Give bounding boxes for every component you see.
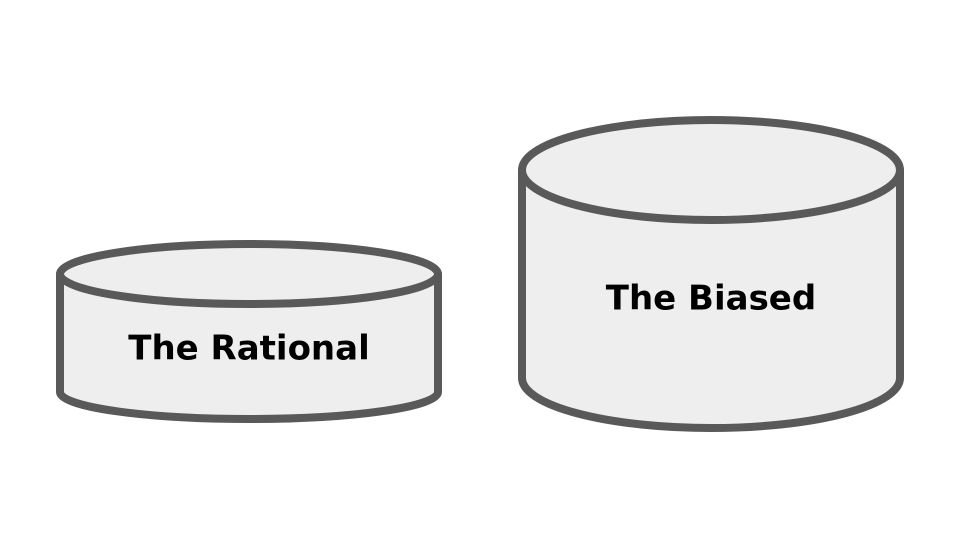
cylinder-biased: The Biased	[518, 116, 904, 432]
cylinder-rational-body	[56, 270, 442, 423]
cylinder-rational-label: The Rational	[128, 329, 370, 369]
cylinder-biased-top	[518, 116, 904, 224]
cylinder-rational: The Rational	[56, 240, 442, 423]
cylinder-biased-label: The Biased	[606, 279, 816, 319]
cylinder-rational-top	[56, 240, 442, 308]
cylinder-biased-body	[518, 166, 904, 432]
